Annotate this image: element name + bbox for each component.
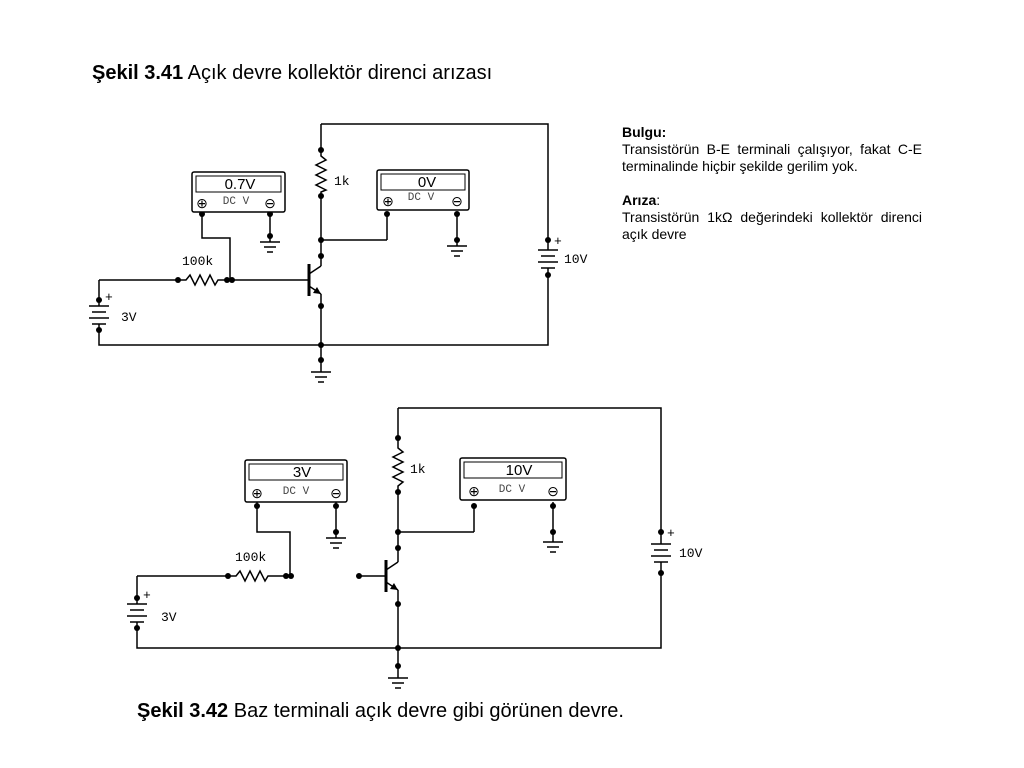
figure2-rb-label: 100k bbox=[235, 550, 266, 565]
figure2-caption-text: Baz terminali açık devre gibi görünen de… bbox=[228, 700, 624, 722]
figure2-caption: Şekil 3.42 Baz terminali açık devre gibi… bbox=[137, 700, 624, 723]
figure1-vbb-plus: + bbox=[105, 290, 113, 305]
figure2-meter-collector-value: 10V bbox=[506, 462, 533, 479]
figure2-meter-base: 3V ⊕ DC V ⊖ bbox=[244, 459, 348, 503]
figure2-ground-meter2 bbox=[543, 541, 563, 553]
figure1-transistor-npn bbox=[305, 264, 322, 296]
ariza-colon: : bbox=[656, 192, 661, 208]
figure1-rb-resistor bbox=[178, 273, 222, 287]
figure1-meter-collector-label: DC V bbox=[408, 192, 435, 204]
figure2-junction-dots bbox=[134, 435, 664, 669]
figure2-meter-base-value: 3V bbox=[293, 464, 311, 481]
figure1-caption: Şekil 3.41 Açık devre kollektör direnci … bbox=[92, 62, 492, 85]
figure1-vcc-plus: + bbox=[554, 234, 562, 249]
figure2-meter-base-label: DC V bbox=[283, 486, 310, 498]
figure1-ground-meter2 bbox=[447, 245, 467, 257]
figure2-meter-collector: 10V ⊕ DC V ⊖ bbox=[459, 457, 567, 501]
figure1-rc-resistor bbox=[314, 150, 328, 196]
figure2-ground-main bbox=[388, 677, 408, 689]
figure1-rb-label: 100k bbox=[182, 254, 213, 269]
findings-panel: Bulgu: Transistörün B-E terminali çalışı… bbox=[622, 124, 922, 243]
figure1-caption-text: Açık devre kollektör direnci arızası bbox=[183, 62, 493, 84]
figure1-rc-label: 1k bbox=[334, 174, 350, 189]
plus-terminal-icon: ⊕ bbox=[468, 483, 480, 499]
figure1-vbb-label: 3V bbox=[121, 310, 137, 325]
figure2-rc-resistor bbox=[391, 438, 405, 492]
ariza-title: Arıza bbox=[622, 192, 657, 208]
circuit-figure2: 3V ⊕ DC V ⊖ 10V ⊕ DC V ⊖ 1k 100k 10V + 3… bbox=[127, 407, 703, 689]
minus-terminal-icon: ⊖ bbox=[451, 193, 463, 209]
minus-terminal-icon: ⊖ bbox=[547, 483, 559, 499]
figure1-ground-meter1 bbox=[260, 241, 280, 253]
figure2-caption-number: Şekil 3.42 bbox=[137, 700, 229, 722]
figure1-meter-base-label: DC V bbox=[223, 196, 250, 208]
plus-terminal-icon: ⊕ bbox=[251, 485, 263, 501]
figure1-caption-number: Şekil 3.41 bbox=[92, 62, 184, 84]
figure2-rb-resistor bbox=[228, 569, 272, 583]
bulgu-text: Transistörün B-E terminali çalışıyor, fa… bbox=[622, 141, 922, 174]
minus-terminal-icon: ⊖ bbox=[264, 195, 276, 211]
figure1-meter-base: 0.7V ⊕ DC V ⊖ bbox=[191, 171, 286, 213]
plus-terminal-icon: ⊕ bbox=[382, 193, 394, 209]
figure1-ground-main bbox=[311, 371, 331, 383]
bulgu-title: Bulgu: bbox=[622, 124, 667, 140]
figure1-meter-base-value: 0.7V bbox=[225, 176, 256, 193]
figure1-vcc-label: 10V bbox=[564, 252, 588, 267]
figure1-meter-collector-value: 0V bbox=[418, 174, 436, 191]
figure2-vcc-label: 10V bbox=[679, 546, 703, 561]
circuit-figure1: 0.7V ⊕ DC V ⊖ 0V ⊕ DC V ⊖ 1k 100k 10V + … bbox=[89, 123, 588, 383]
figure1-meter-collector: 0V ⊕ DC V ⊖ bbox=[376, 169, 470, 211]
figure2-transistor-npn bbox=[382, 560, 399, 592]
figure2-ground-meter1 bbox=[326, 537, 346, 549]
minus-terminal-icon: ⊖ bbox=[330, 485, 342, 501]
figure2-rc-label: 1k bbox=[410, 462, 426, 477]
figure2-vcc-plus: + bbox=[667, 526, 675, 541]
plus-terminal-icon: ⊕ bbox=[196, 195, 208, 211]
ariza-text: Transistörün 1kΩ değerindeki kollektör d… bbox=[622, 209, 922, 242]
figure2-meter-collector-label: DC V bbox=[499, 484, 526, 496]
figure2-vcc-battery bbox=[651, 532, 671, 573]
figure2-vbb-plus: + bbox=[143, 588, 151, 603]
figure2-vbb-label: 3V bbox=[161, 610, 177, 625]
